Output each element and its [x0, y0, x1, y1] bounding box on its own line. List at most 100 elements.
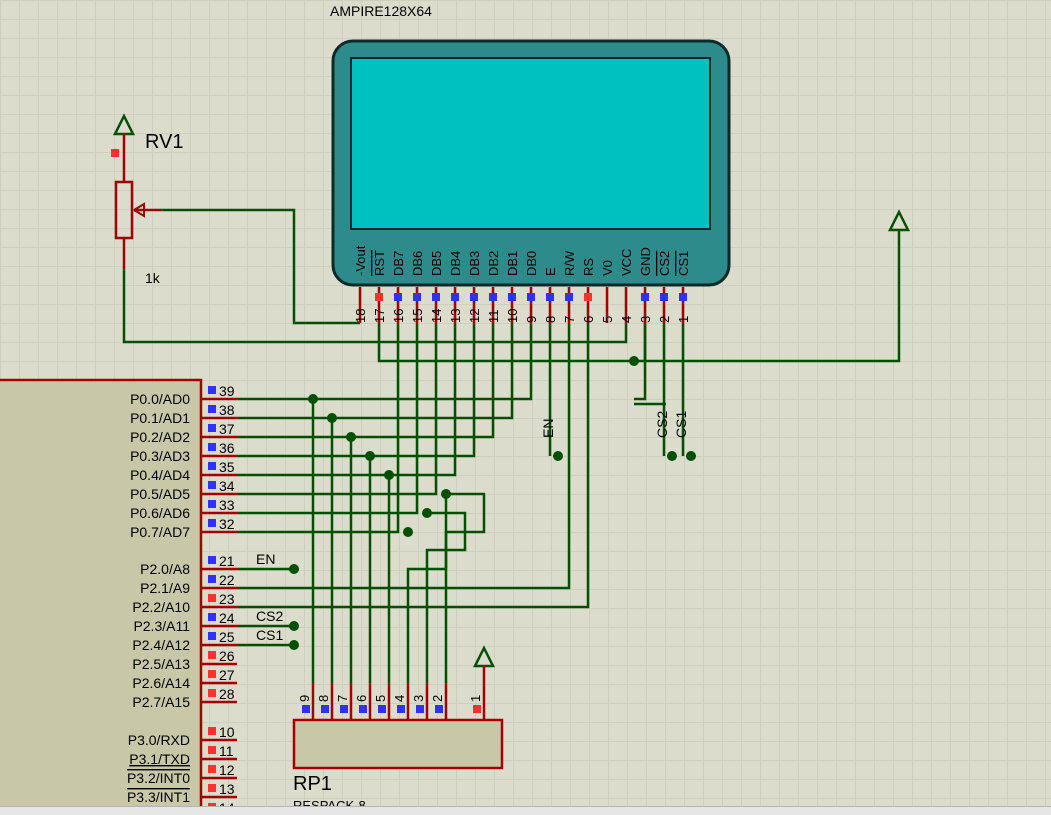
mcu-pin-11-dot	[208, 746, 216, 754]
lcd-pin-1-dot	[679, 293, 687, 301]
rp-pin-2-dot	[435, 705, 443, 713]
lcd-pin-13-num: 13	[448, 309, 463, 323]
mcu-pin-35-name: P0.4/AD4	[130, 467, 190, 483]
mcu-pin-26-name: P2.5/A13	[132, 656, 190, 672]
lcd-pin-2-dot	[660, 293, 668, 301]
lcd-pin-9-num: 9	[524, 316, 539, 323]
rp-pin-7-num: 7	[335, 695, 350, 702]
net-label-en: EN	[256, 551, 275, 567]
wire-rw-p21	[237, 323, 571, 590]
lcd-pin-9-name: DB0	[524, 251, 539, 276]
mcu-pin-12-num: 12	[219, 762, 235, 778]
rp-pin-2-num: 2	[430, 695, 445, 702]
junction-dot	[346, 432, 356, 442]
lcd-pin-18-name: -Vout	[353, 245, 368, 276]
mcu-pin-12-dot	[208, 765, 216, 773]
lcd-pin-4-name: VCC	[619, 249, 634, 276]
lcd-pin-14-num: 14	[429, 309, 444, 323]
junction-dot	[289, 564, 299, 574]
lcd-pin-12-num: 12	[467, 309, 482, 323]
rp-pin-8-dot	[321, 705, 329, 713]
mcu-pin-33-name: P0.6/AD6	[130, 505, 190, 521]
mcu-pin-37-num: 37	[219, 421, 235, 437]
rp-pin-1-dot	[473, 705, 481, 713]
junctions-layer	[289, 356, 696, 650]
mcu-pin-39-dot	[208, 386, 216, 394]
vcc-arrow	[887, 209, 911, 232]
mcu-pin-21-num: 21	[219, 553, 235, 569]
lcd-pin-12-dot	[470, 293, 478, 301]
rp-pin-5-num: 5	[373, 695, 388, 702]
parts-layer	[0, 39, 911, 806]
mcu-pin-37-dot	[208, 424, 216, 432]
mcu-pin-34-name: P0.5/AD5	[130, 486, 190, 502]
net-label-cs1-lcd: CS1	[673, 411, 689, 438]
rp-type: RESPACK-8	[293, 798, 366, 806]
mcu-body	[0, 378, 203, 806]
mcu-pin-10-name: P3.0/RXD	[128, 732, 190, 748]
mcu-pin-38-name: P0.1/AD1	[130, 410, 190, 426]
mcu-pin-36-dot	[208, 443, 216, 451]
mcu-pin-24-name: P2.3/A11	[133, 618, 190, 634]
junction-dot	[384, 470, 394, 480]
labels-layer: AMPIRE128X64-Vout18RST17DB716DB615DB514D…	[127, 3, 691, 806]
junction-dot	[667, 451, 677, 461]
mcu-pin-21-dot	[208, 556, 216, 564]
mcu-pin-28-num: 28	[219, 686, 235, 702]
lcd-pin-16-num: 16	[391, 309, 406, 323]
wire-bus-db3	[237, 323, 476, 458]
lcd-pin-10-name: DB1	[505, 251, 520, 276]
wire-bus-db0	[237, 323, 533, 401]
junction-dot	[289, 640, 299, 650]
lcd-pin-17-dot	[375, 293, 383, 301]
lcd-name: AMPIRE128X64	[330, 3, 432, 19]
mcu-pin-13-num: 13	[219, 781, 235, 797]
wire-pot-v0	[122, 270, 628, 344]
pot-pin-dot	[111, 149, 119, 157]
junction-dot	[441, 489, 451, 499]
lcd-pin-12-name: DB3	[467, 251, 482, 276]
mcu-pin-24-dot	[208, 613, 216, 621]
mcu-pin-22-dot	[208, 575, 216, 583]
lcd-pin-17-name: RST	[372, 250, 387, 276]
rp-pin-3-dot	[416, 705, 424, 713]
pot-body	[114, 180, 134, 240]
rp-pin-1-num: 1	[468, 695, 483, 702]
lcd-pin-6-name: RS	[581, 258, 596, 276]
mcu-pin-10-dot	[208, 727, 216, 735]
lcd-pin-7-dot	[565, 293, 573, 301]
lcd-pin-3-name: GND	[638, 247, 653, 276]
lcd-pin-6-num: 6	[581, 316, 596, 323]
rp-pin-6-dot	[359, 705, 367, 713]
lcd-pin-2-name: CS2	[657, 251, 672, 276]
mcu-pin-27-dot	[208, 670, 216, 678]
mcu-pin-27-num: 27	[219, 667, 235, 683]
mcu-pin-22-num: 22	[219, 572, 235, 588]
mcu-pin-26-dot	[208, 651, 216, 659]
mcu-pin-32-dot	[208, 519, 216, 527]
rp-body	[292, 718, 504, 770]
lcd-pin-4-num: 4	[619, 316, 634, 323]
rp-pin-3-num: 3	[411, 695, 426, 702]
junction-dot	[289, 621, 299, 631]
lcd-pin-5-num: 5	[600, 316, 615, 323]
lcd-pin-8-dot	[546, 293, 554, 301]
lcd-pin-1-num: 1	[676, 316, 691, 323]
wire-bus-db1	[237, 323, 514, 420]
rp-pin-9-dot	[302, 705, 310, 713]
lcd-pin-14-dot	[432, 293, 440, 301]
mcu-pin-11-name: P3.1/TXD	[129, 751, 190, 767]
wires-layer	[122, 208, 901, 684]
mcu-pin-28-dot	[208, 689, 216, 697]
pot-value: 1k	[145, 270, 161, 286]
mcu-pin-38-dot	[208, 405, 216, 413]
rp-pin-6-num: 6	[354, 695, 369, 702]
mcu-pin-11-num: 11	[219, 743, 234, 759]
mcu-pin-13-dot	[208, 784, 216, 792]
lcd-pin-15-name: DB6	[410, 251, 425, 276]
junction-dot	[327, 413, 337, 423]
net-label-en-lcd: EN	[540, 419, 556, 438]
rp-pin-8-num: 8	[316, 695, 331, 702]
wire-bus-db7	[237, 323, 400, 534]
